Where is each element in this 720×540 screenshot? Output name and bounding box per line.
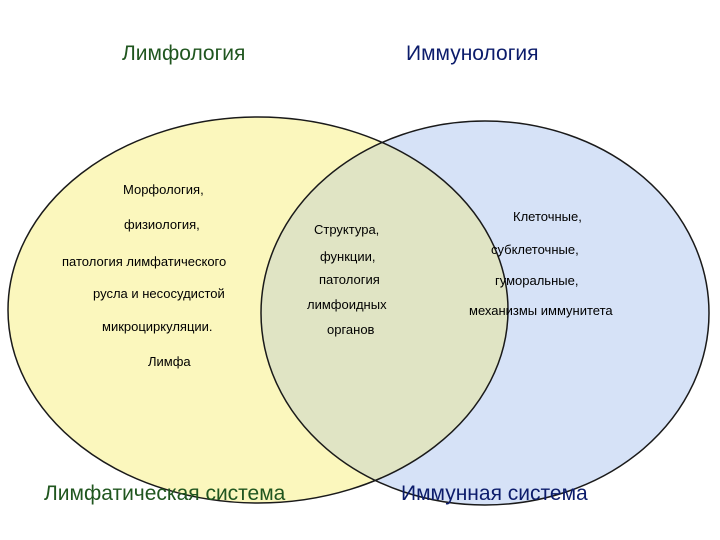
center-text-line: Структура,	[314, 222, 380, 237]
title-lymphatic-system: Лимфатическая система	[44, 482, 286, 505]
right-text-line: механизмы иммунитета	[469, 303, 613, 318]
center-text-line: органов	[327, 322, 375, 337]
left-text-line: Лимфа	[148, 354, 191, 369]
left-text-line: русла и несосудистой	[93, 286, 225, 301]
immune-system-outline	[260, 120, 710, 506]
left-text-line: микроциркуляции.	[102, 319, 213, 334]
center-text-line: патология	[319, 272, 380, 287]
title-lymphology: Лимфология	[122, 42, 246, 65]
left-text-line: Морфология,	[123, 182, 204, 197]
right-text-line: субклеточные,	[491, 242, 579, 257]
center-text-line: лимфоидных	[307, 297, 387, 312]
right-text-line: Клеточные,	[513, 209, 582, 224]
left-text-line: патология лимфатического	[62, 254, 227, 269]
lymphatic-system-outline	[7, 116, 509, 504]
title-immune-system: Иммунная система	[401, 482, 588, 505]
overlap-region	[261, 121, 508, 503]
center-text-line: функции,	[320, 249, 376, 264]
left-text-line: физиология,	[124, 217, 200, 232]
right-text-line: гуморальные,	[495, 273, 579, 288]
title-immunology: Иммунология	[406, 42, 539, 65]
